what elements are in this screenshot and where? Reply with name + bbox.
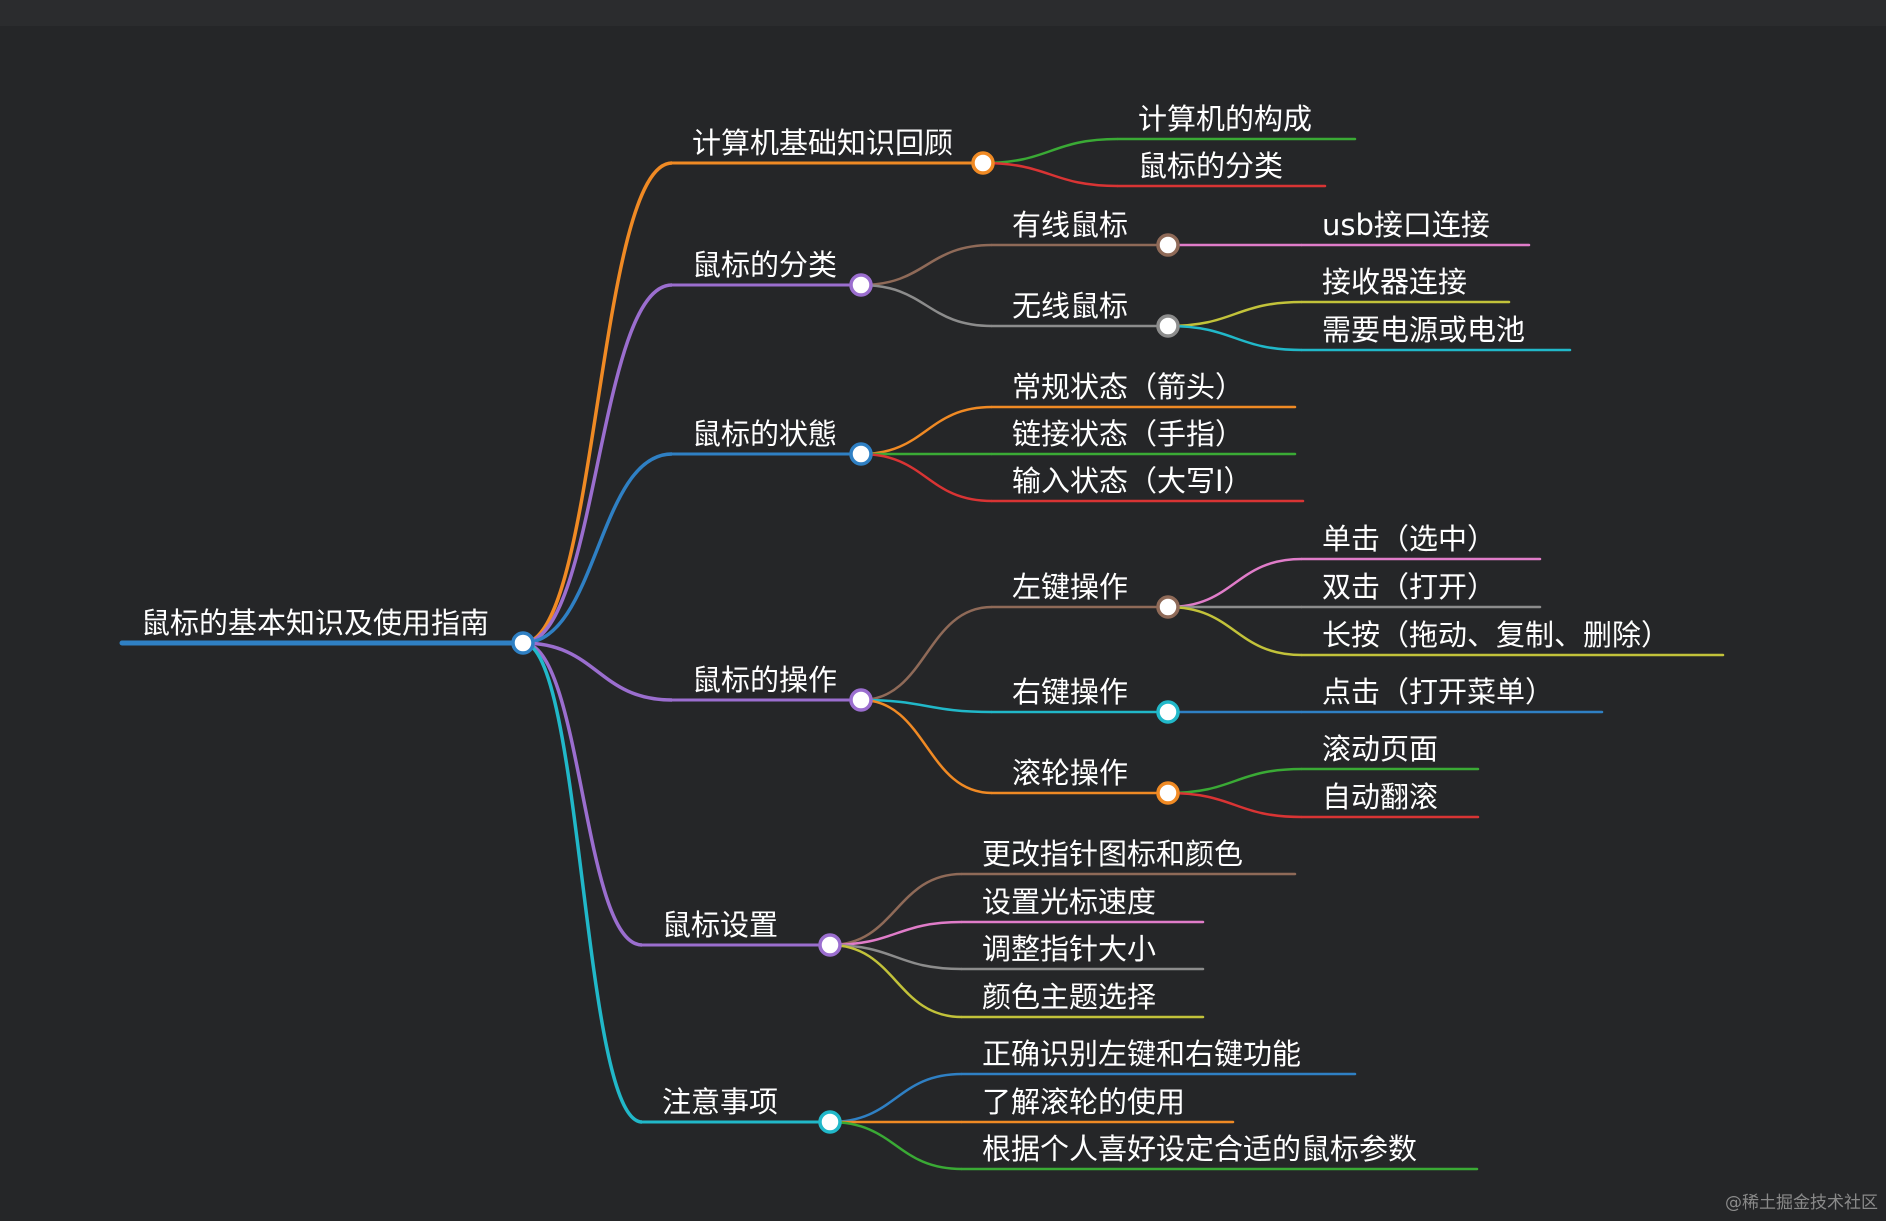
subtopic-5-4[interactable]: 颜色主题选择 — [982, 980, 1156, 1014]
root-topic[interactable]: 鼠标的基本知识及使用指南 — [141, 606, 489, 640]
subtopic-4-2[interactable]: 右键操作 — [1012, 675, 1128, 709]
subtopic-link-1-2 — [982, 161, 1119, 188]
subtopic-3-3[interactable]: 输入状态（大写I） — [1012, 464, 1253, 498]
subtopic-6-2[interactable]: 了解滚轮的使用 — [982, 1085, 1185, 1119]
leaf-topic-4-2-1[interactable]: 点击（打开菜单） — [1322, 675, 1554, 709]
mind-map-links — [119, 137, 1725, 1171]
root-node-dot[interactable] — [511, 631, 535, 655]
leaf-link-4-1-1 — [1167, 557, 1303, 609]
subtopic-2-1[interactable]: 有线鼠标 — [1012, 208, 1128, 242]
mind-map-labels: 鼠标的基本知识及使用指南计算机基础知识回顾计算机的构成鼠标的分类鼠标的分类有线鼠… — [141, 102, 1670, 1166]
subtopic-node-dot-2-1[interactable] — [1156, 233, 1180, 257]
subtopic-link-1-1 — [982, 137, 1119, 165]
subtopic-link-2-1 — [860, 243, 993, 287]
top-bar — [0, 0, 1886, 26]
branch-node-dot-2[interactable] — [849, 273, 873, 297]
subtopic-node-dot-4-2[interactable] — [1156, 700, 1180, 724]
subtopic-link-4-1 — [860, 605, 993, 702]
leaf-topic-4-1-3[interactable]: 长按（拖动、复制、删除） — [1322, 618, 1670, 652]
subtopic-link-4-2 — [860, 698, 993, 714]
branch-topic-5[interactable]: 鼠标设置 — [662, 908, 778, 942]
subtopic-5-3[interactable]: 调整指针大小 — [982, 932, 1156, 966]
subtopic-6-1[interactable]: 正确识别左键和右键功能 — [982, 1037, 1301, 1071]
subtopic-link-3-1 — [860, 405, 993, 456]
mind-map-nodes — [511, 151, 1180, 1134]
branch-link-4 — [522, 641, 673, 702]
leaf-link-2-2-1 — [1167, 300, 1303, 328]
subtopic-6-3[interactable]: 根据个人喜好设定合适的鼠标参数 — [982, 1132, 1417, 1166]
branch-node-dot-4[interactable] — [849, 688, 873, 712]
subtopic-3-2[interactable]: 链接状态（手指） — [1012, 417, 1244, 451]
branch-node-dot-6[interactable] — [818, 1110, 842, 1134]
branch-link-6 — [522, 641, 643, 1124]
leaf-topic-4-3-1[interactable]: 滚动页面 — [1322, 732, 1438, 766]
subtopic-1-2[interactable]: 鼠标的分类 — [1138, 149, 1283, 183]
subtopic-node-dot-2-2[interactable] — [1156, 314, 1180, 338]
branch-link-5 — [522, 641, 643, 947]
subtopic-4-1[interactable]: 左键操作 — [1012, 570, 1128, 604]
branch-topic-6[interactable]: 注意事项 — [662, 1085, 778, 1119]
branch-topic-1[interactable]: 计算机基础知识回顾 — [692, 126, 953, 160]
branch-topic-4[interactable]: 鼠标的操作 — [692, 663, 837, 697]
branch-topic-3[interactable]: 鼠标的状態 — [692, 417, 837, 451]
leaf-topic-4-3-2[interactable]: 自动翻滚 — [1322, 780, 1438, 814]
subtopic-link-6-3 — [829, 1120, 963, 1171]
branch-link-1 — [522, 161, 673, 645]
subtopic-link-3-3 — [860, 452, 993, 503]
branch-link-2 — [522, 283, 673, 645]
leaf-topic-2-1-1[interactable]: usb接口连接 — [1322, 208, 1490, 242]
subtopic-5-2[interactable]: 设置光标速度 — [982, 885, 1156, 919]
leaf-link-4-3-1 — [1167, 767, 1303, 795]
subtopic-link-5-3 — [829, 943, 963, 971]
leaf-topic-2-2-2[interactable]: 需要电源或电池 — [1322, 313, 1525, 347]
branch-node-dot-3[interactable] — [849, 442, 873, 466]
leaf-topic-2-2-1[interactable]: 接收器连接 — [1322, 265, 1467, 299]
subtopic-4-3[interactable]: 滚轮操作 — [1012, 756, 1128, 790]
subtopic-3-1[interactable]: 常规状态（箭头） — [1012, 370, 1244, 404]
leaf-link-2-2-2 — [1167, 324, 1303, 352]
subtopic-link-5-1 — [829, 872, 963, 947]
leaf-topic-4-1-2[interactable]: 双击（打开） — [1322, 570, 1496, 604]
leaf-link-4-3-2 — [1167, 791, 1303, 819]
subtopic-node-dot-4-1[interactable] — [1156, 595, 1180, 619]
branch-node-dot-1[interactable] — [971, 151, 995, 175]
watermark-text: @稀土掘金技术社区 — [1725, 1193, 1878, 1213]
subtopic-link-5-2 — [829, 920, 963, 947]
subtopic-2-2[interactable]: 无线鼠标 — [1012, 289, 1128, 323]
subtopic-link-2-2 — [860, 283, 993, 328]
subtopic-1-1[interactable]: 计算机的构成 — [1138, 102, 1312, 136]
leaf-topic-4-1-1[interactable]: 单击（选中） — [1322, 522, 1496, 556]
subtopic-node-dot-4-3[interactable] — [1156, 781, 1180, 805]
subtopic-link-5-4 — [829, 943, 963, 1019]
branch-node-dot-5[interactable] — [818, 933, 842, 957]
branch-topic-2[interactable]: 鼠标的分类 — [692, 248, 837, 282]
leaf-link-4-1-3 — [1167, 605, 1303, 657]
subtopic-link-4-3 — [860, 698, 993, 795]
branch-link-3 — [522, 452, 673, 645]
subtopic-link-6-1 — [829, 1072, 963, 1124]
subtopic-5-1[interactable]: 更改指针图标和颜色 — [982, 837, 1243, 871]
